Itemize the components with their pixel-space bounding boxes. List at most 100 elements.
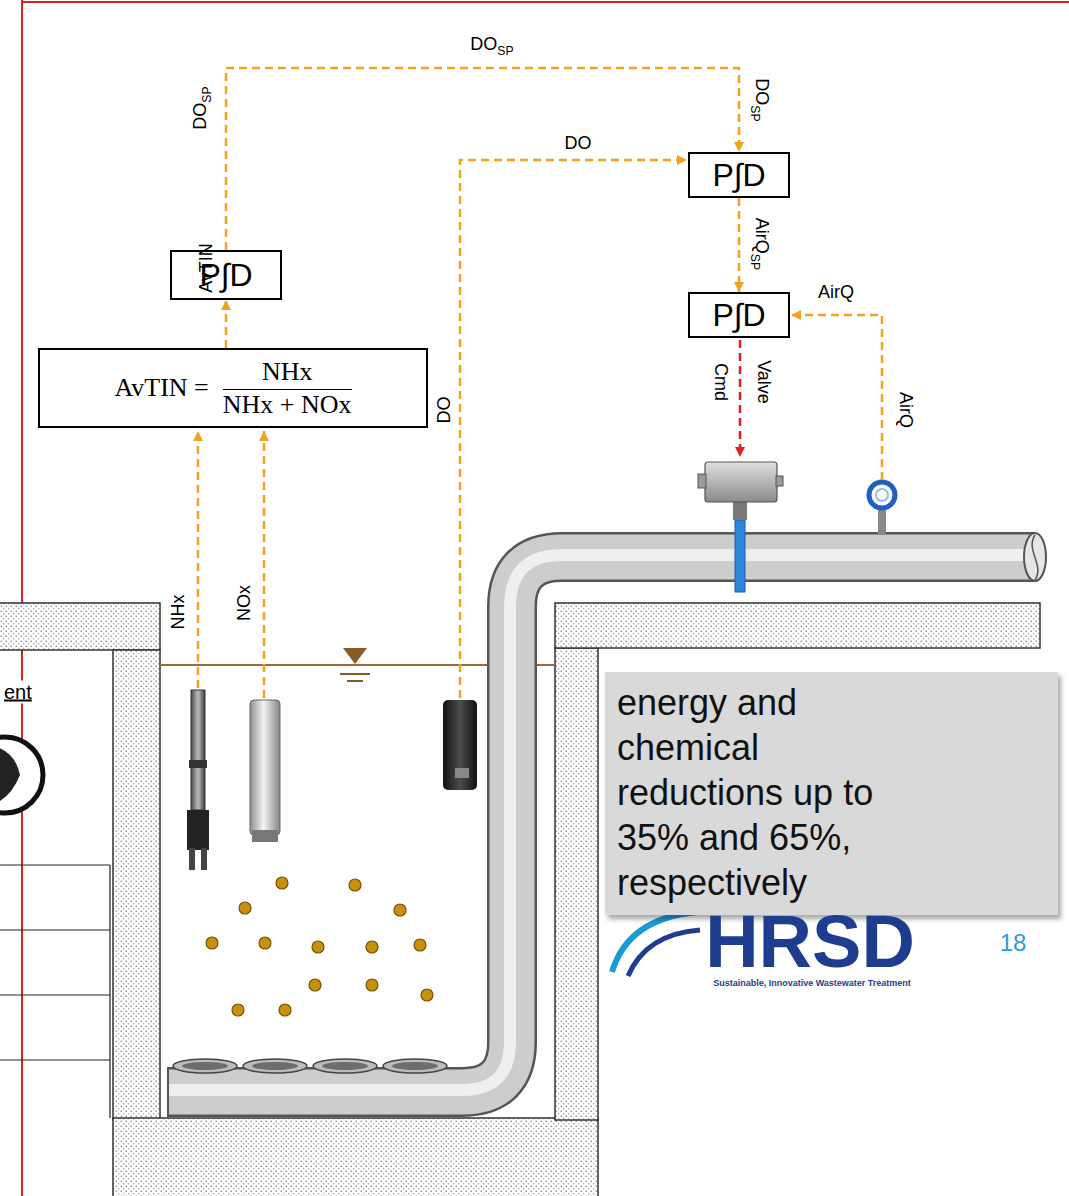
diffuser <box>313 1059 377 1073</box>
air-bubble <box>414 939 426 951</box>
formula-lhs: AvTIN = <box>114 373 208 403</box>
formula-denominator: NHx + NOx <box>223 390 352 420</box>
signal-line <box>738 198 741 292</box>
concrete-slab <box>555 603 1040 648</box>
diffuser <box>392 1062 438 1070</box>
tank-wall <box>113 650 160 1120</box>
signal-label: AirQ <box>896 392 917 428</box>
pid-label: P∫D <box>712 157 765 194</box>
signal-line <box>460 160 687 698</box>
air-bubble <box>259 937 271 949</box>
nox-probe <box>252 830 278 842</box>
pipe-break <box>1032 535 1038 580</box>
callout-box: energy and chemical reductions up to 35%… <box>605 672 1058 915</box>
signal-label: DOSP <box>470 34 513 57</box>
cut-off-heading: ent <box>2 681 34 704</box>
do-probe <box>455 768 469 778</box>
diffuser <box>173 1059 237 1073</box>
formula-box: AvTIN = NHxNHx + NOx <box>38 348 428 428</box>
signal-label: DOSP <box>190 86 213 129</box>
air-bubble <box>239 902 251 914</box>
table-rule <box>0 929 110 930</box>
valve-actuator <box>698 474 706 488</box>
table-rule <box>0 864 110 865</box>
air-bubble <box>279 1004 291 1016</box>
signal-label: NOx <box>234 585 255 621</box>
page-number: 18 <box>1000 929 1027 957</box>
pipe-break <box>1024 533 1046 581</box>
valve-actuator <box>776 476 783 486</box>
air-bubble <box>276 877 288 889</box>
tank-floor <box>113 1118 598 1196</box>
signal-label: DO <box>565 133 592 154</box>
signal-line <box>197 431 200 688</box>
air-bubble <box>366 941 378 953</box>
formula-numerator: NHx <box>223 357 352 390</box>
signal-line <box>225 300 228 348</box>
water-level-symbol <box>343 648 367 664</box>
table-rule <box>0 994 110 995</box>
nhx-probe <box>201 848 207 870</box>
signal-line <box>263 431 266 698</box>
table-rule <box>0 1059 110 1060</box>
fraction: NHxNHx + NOx <box>223 357 352 420</box>
flow-meter <box>876 489 888 501</box>
air-bubble <box>349 879 361 891</box>
pid-controller: P∫D <box>688 152 790 198</box>
signal-label: AirQSP <box>748 218 771 270</box>
logo-text: HRSD <box>705 899 915 984</box>
signal-line <box>226 68 739 250</box>
air-bubbles <box>206 877 433 1016</box>
do-probe <box>443 700 477 790</box>
air-bubble <box>394 904 406 916</box>
frame-line <box>22 1 1069 3</box>
pid-controller: P∫D <box>170 250 282 300</box>
command-line <box>739 340 742 457</box>
nox-probe <box>250 700 280 835</box>
globe-icon <box>0 737 43 813</box>
diffuser <box>252 1062 298 1070</box>
air-bubble <box>206 937 218 949</box>
tank-wall <box>555 648 598 1120</box>
air-bubble <box>421 989 433 1001</box>
valve-neck <box>733 500 747 520</box>
signal-label: DO <box>434 397 455 424</box>
nhx-probe <box>191 690 205 810</box>
signal-line <box>791 315 882 480</box>
valve-stem <box>735 520 745 592</box>
valve-actuator <box>705 462 777 502</box>
globe-icon <box>0 745 20 805</box>
flow-meter <box>869 482 895 508</box>
signal-label: AvTIN <box>196 243 217 293</box>
diffuser <box>383 1059 447 1073</box>
concrete-slab <box>0 603 160 650</box>
air-bubble <box>366 979 378 991</box>
pid-label: P∫D <box>712 297 765 334</box>
nhx-probe <box>187 810 209 850</box>
air-bubble <box>232 1004 244 1016</box>
pid-controller: P∫D <box>688 292 790 338</box>
callout-text: energy and chemical reductions up to 35%… <box>617 680 907 905</box>
air-bubble <box>309 979 321 991</box>
signal-label: DOSP <box>748 78 771 121</box>
diffusers <box>173 1059 447 1073</box>
diffuser <box>322 1062 368 1070</box>
water-level-symbol <box>340 673 370 675</box>
signal-label: NHx <box>168 595 189 630</box>
logo-mark <box>628 930 700 976</box>
frame-line <box>21 0 23 1196</box>
diffuser <box>243 1059 307 1073</box>
signal-label: Valve Cmd <box>699 360 785 404</box>
air-pipe <box>167 1067 169 1117</box>
logo-tagline: Sustainable, Innovative Wastewater Treat… <box>713 978 911 988</box>
diffuser <box>182 1062 228 1070</box>
air-bubble <box>312 941 324 953</box>
water-level-symbol <box>347 680 363 682</box>
signal-label: AirQ <box>818 282 854 303</box>
nhx-probe <box>189 848 195 870</box>
nhx-probe <box>189 760 207 768</box>
table-rule <box>109 865 110 1118</box>
